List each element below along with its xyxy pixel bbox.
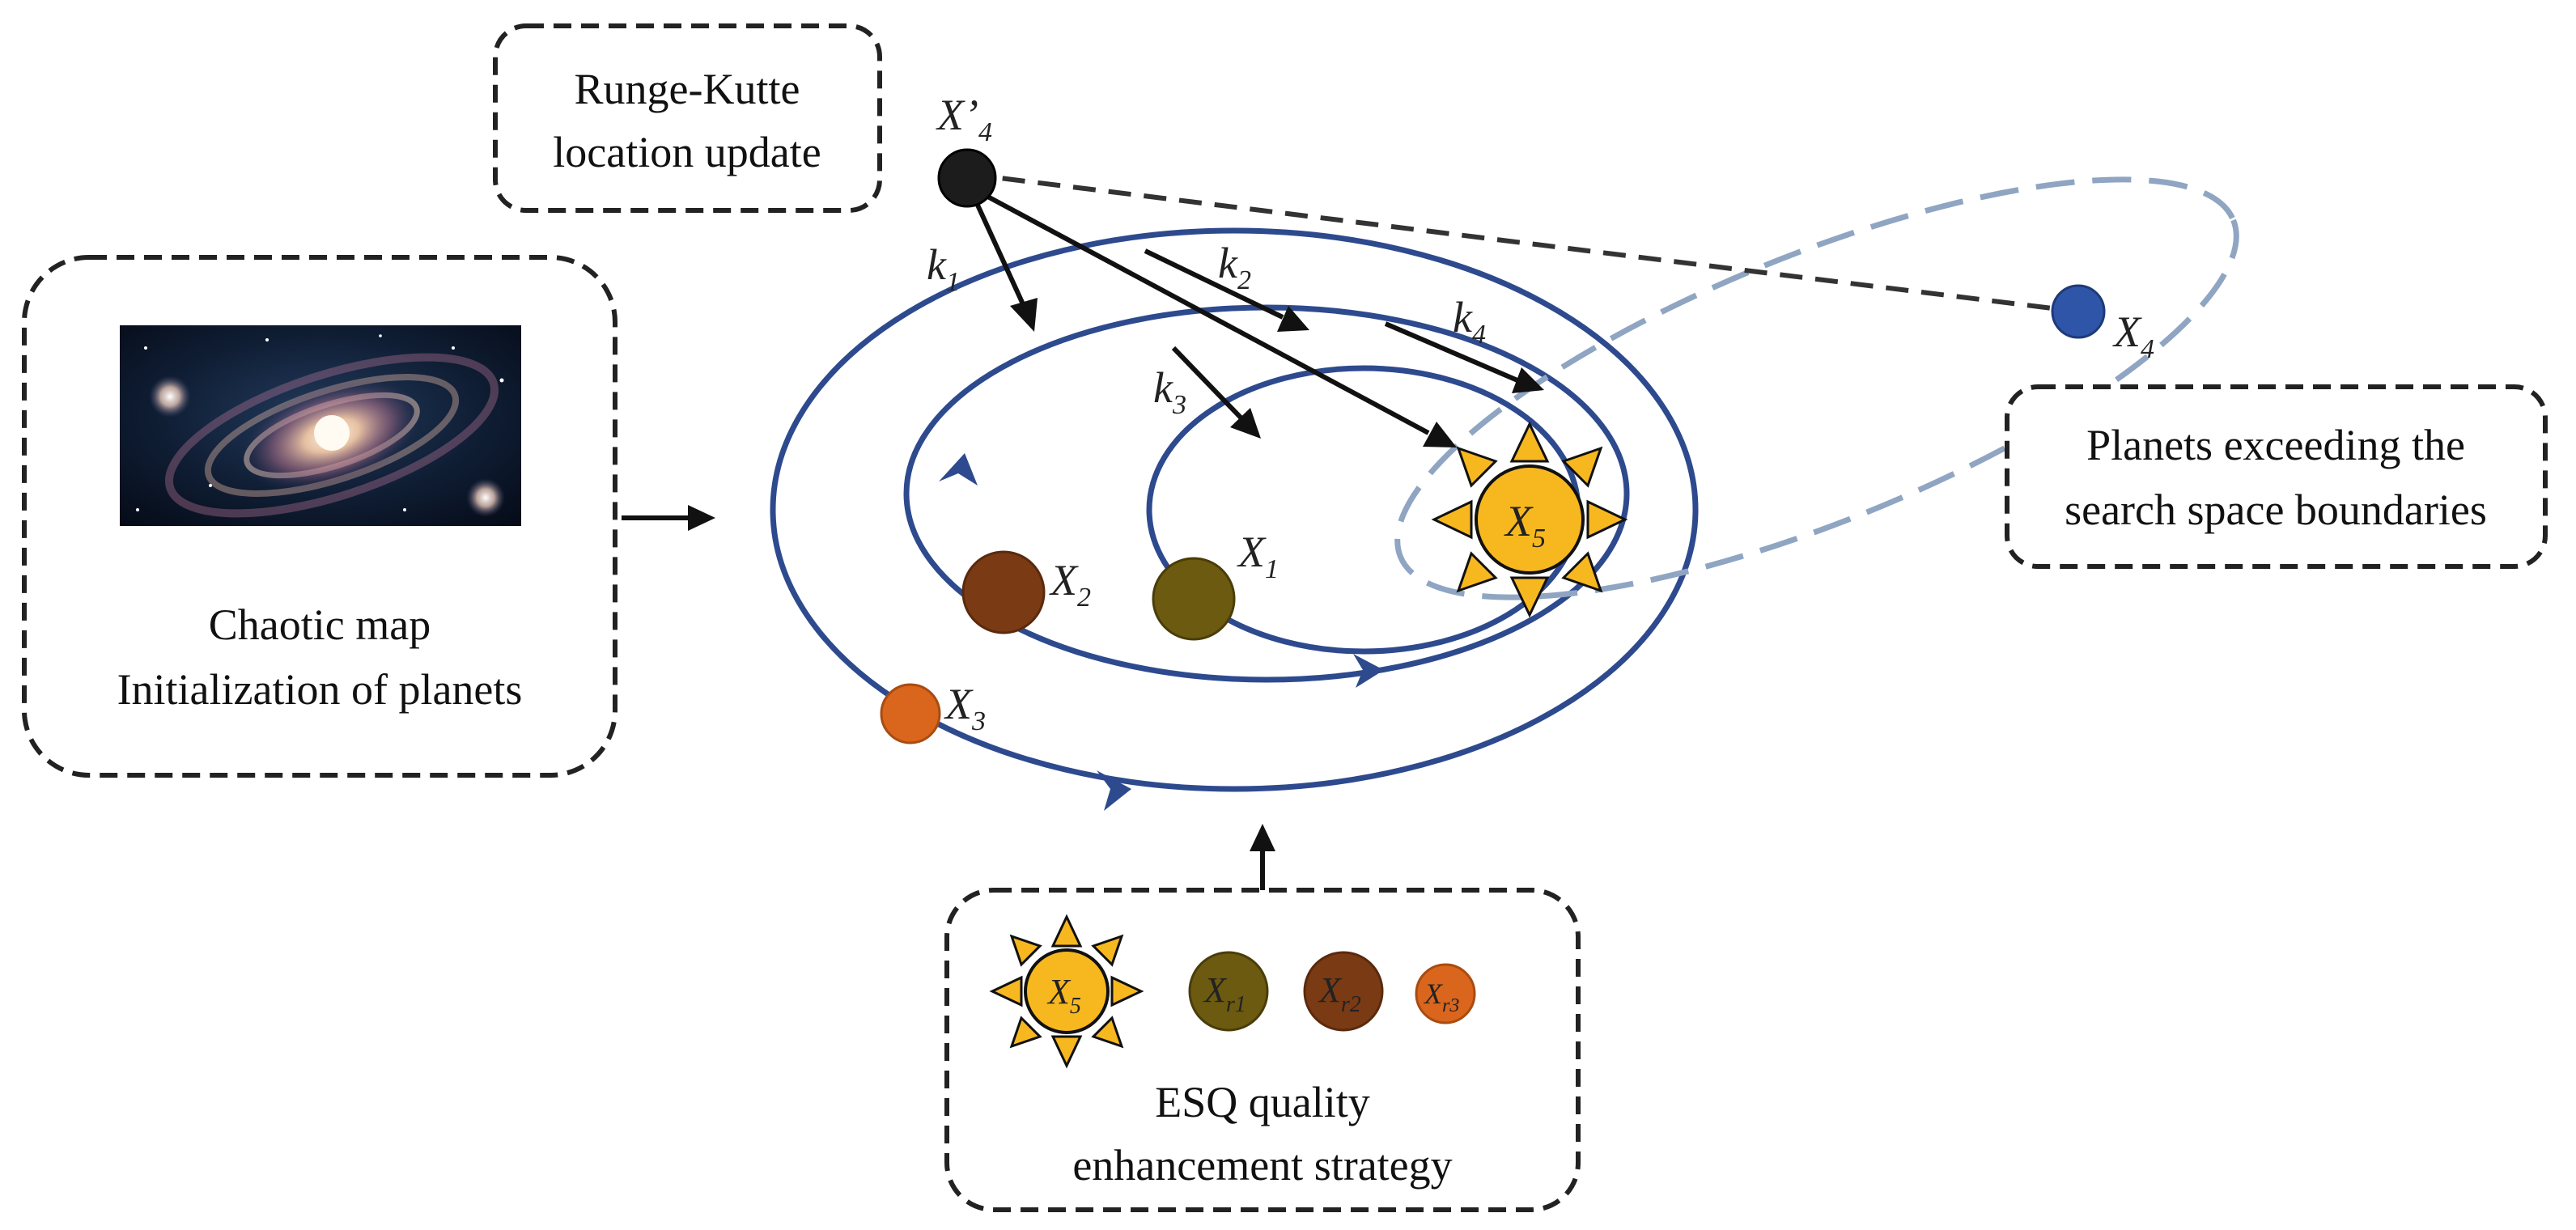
label-x4-prime: X’4: [936, 91, 992, 147]
boundary-box: Planets exceeding the search space bound…: [2005, 384, 2548, 569]
label-x5: X5: [1504, 497, 1546, 554]
runge-kutta-box: Runge-Kutte location update: [493, 23, 882, 213]
planet-x4-prime: [937, 148, 997, 208]
esq-arrow: [1250, 824, 1275, 890]
k4-arrow: [1384, 321, 1544, 393]
esq-planet-xr2: [1303, 951, 1384, 1032]
planet-x2: [961, 550, 1046, 634]
label-k2: k2: [1218, 239, 1251, 295]
esq-label-xr1: Xr1: [1203, 970, 1246, 1017]
esq-planet-xr3: [1415, 963, 1476, 1024]
runge-kutta-line1: Runge-Kutte: [575, 65, 800, 113]
esq-label-x5: X5: [1046, 972, 1081, 1019]
chaotic-map-line1: Chaotic map: [209, 600, 431, 649]
galaxy-image: [120, 325, 521, 526]
orbit-direction-chevron-inner: [1353, 654, 1384, 688]
outer-orbit: [770, 227, 1699, 792]
boundary-line1: Planets exceeding the: [2086, 421, 2465, 469]
runge-kutta-line2: location update: [553, 128, 821, 176]
planet-x4: [2051, 284, 2106, 339]
label-k3: k3: [1153, 363, 1186, 420]
planet-x1: [1152, 557, 1236, 641]
sun-x5-icon: [1431, 421, 1628, 618]
esq-sun-icon: [989, 914, 1144, 1069]
boundary-orbit: [1394, 176, 2239, 600]
boundary-link-line: [966, 172, 2079, 314]
esq-label-xr3: Xr3: [1423, 978, 1459, 1016]
orbit-direction-chevron-middle: [939, 453, 978, 486]
chaotic-map-box: Chaotic map Initialization of planets: [22, 255, 617, 778]
label-k1: k1: [927, 240, 960, 297]
label-x1: X1: [1237, 528, 1279, 584]
k3-arrow: [1171, 346, 1261, 439]
label-x2: X2: [1049, 556, 1091, 613]
chaotic-map-line2: Initialization of planets: [117, 665, 523, 714]
esq-planet-xr1: [1188, 951, 1269, 1032]
k2-arrow: [1144, 248, 1309, 332]
init-arrow: [622, 505, 715, 531]
label-x3: X3: [944, 680, 986, 736]
boundary-line2: search space boundaries: [2065, 486, 2487, 534]
orbit-direction-chevron-outer: [1097, 770, 1131, 811]
esq-line1: ESQ quality: [1155, 1078, 1370, 1126]
label-k4: k4: [1453, 293, 1486, 350]
esq-line2: enhancement strategy: [1072, 1141, 1452, 1190]
x4-prime-to-x5-arrow: [970, 185, 1457, 447]
planet-x3: [880, 683, 941, 744]
esq-label-xr2: Xr2: [1318, 970, 1361, 1017]
label-x4: X4: [2112, 308, 2154, 364]
esq-box: X5 Xr1 Xr2 Xr3 ESQ quality enhancement s…: [944, 888, 1581, 1212]
